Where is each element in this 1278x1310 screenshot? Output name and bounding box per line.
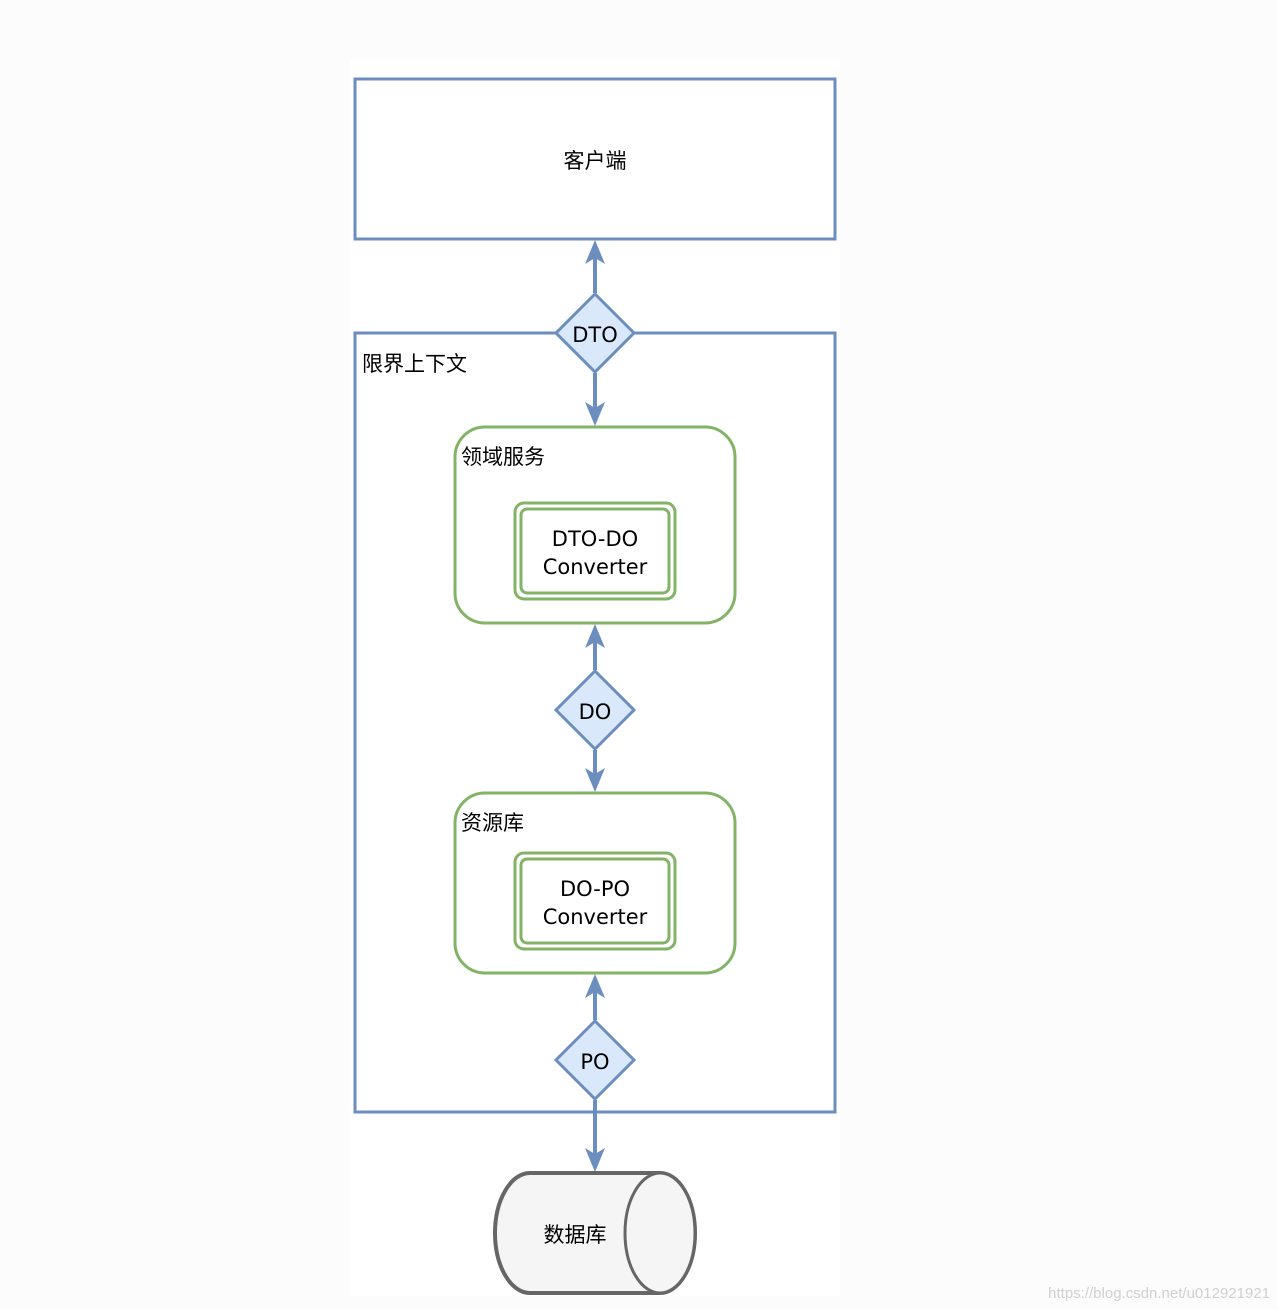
client-label: 客户端 — [564, 149, 627, 173]
arrowhead-icon — [585, 768, 605, 792]
arrowhead-icon — [585, 624, 605, 648]
do-po-converter-box — [513, 851, 677, 951]
arrowhead-icon — [585, 974, 605, 998]
arrows — [585, 240, 605, 1172]
po-label: PO — [580, 1050, 609, 1074]
dto-do-converter-line2: Converter — [543, 555, 648, 579]
arrowhead-icon — [585, 240, 605, 264]
dto-diamond: DTO — [553, 291, 637, 375]
repository-label: 资源库 — [461, 811, 524, 835]
database-label: 数据库 — [544, 1223, 607, 1247]
context-label: 限界上下文 — [362, 352, 467, 376]
do-po-converter-line1: DO-PO — [560, 877, 630, 901]
arrowhead-icon — [585, 402, 605, 426]
domain-service-label: 领域服务 — [461, 445, 545, 469]
domain-service-box: 领域服务 DTO-DO Converter — [453, 425, 737, 625]
client-box: 客户端 — [353, 77, 837, 241]
repository-box: 资源库 DO-PO Converter — [453, 791, 737, 975]
dto-do-converter-line1: DTO-DO — [552, 527, 638, 551]
dto-do-converter-box — [513, 501, 677, 601]
po-diamond: PO — [553, 1018, 637, 1102]
do-po-converter-line2: Converter — [543, 905, 648, 929]
arrowhead-icon — [585, 1148, 605, 1172]
do-label: DO — [579, 700, 612, 724]
do-diamond: DO — [553, 668, 637, 752]
database-cylinder: 数据库 — [493, 1171, 697, 1295]
dto-label: DTO — [572, 323, 618, 347]
watermark: https://blog.csdn.net/u012921921 — [1048, 1285, 1270, 1302]
